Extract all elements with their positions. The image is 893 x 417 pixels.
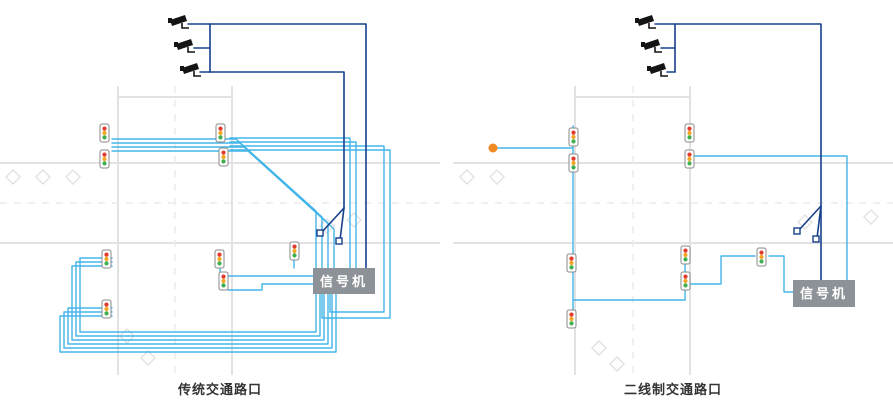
traffic-light-icon	[568, 153, 579, 173]
traffic-light-icon	[684, 149, 695, 169]
traffic-light-icon	[566, 253, 577, 273]
diamond-road-marking	[5, 169, 21, 185]
diamond-road-marking	[609, 356, 625, 372]
traffic-light-icon	[680, 271, 691, 291]
diamond-road-marking	[489, 169, 505, 185]
traffic-light-icon	[566, 309, 577, 329]
traffic-light-icon	[218, 147, 229, 167]
traditional-intersection-diagram: 信号机	[0, 14, 440, 375]
traffic-light-icon	[684, 123, 695, 143]
traffic-light-icon	[215, 123, 226, 143]
caption-traditional: 传统交通路口	[177, 382, 262, 397]
two-wire-intersection-diagram: 信号机	[453, 14, 893, 375]
traffic-light-icon	[218, 271, 229, 291]
diamond-road-marking	[863, 209, 879, 225]
traffic-light-icon	[756, 247, 767, 267]
traffic-lights	[566, 123, 767, 329]
cable-branch	[793, 205, 822, 243]
diamond-road-marking	[140, 350, 156, 366]
terminator-dot-icon	[488, 143, 498, 153]
camera-icon	[634, 14, 657, 29]
camera-icon	[646, 62, 669, 77]
signal-controller-box: 信号机	[793, 280, 855, 307]
diamond-road-marking	[591, 340, 607, 356]
panel-two-wire: 信号机 二线制交通路口	[453, 0, 893, 417]
traffic-light-icon	[101, 299, 112, 319]
roads	[453, 86, 893, 375]
controller-label: 信号机	[800, 286, 848, 301]
road-markings	[459, 169, 879, 372]
diamond-road-marking	[459, 169, 475, 185]
camera-cables	[187, 23, 367, 269]
cable-branch	[316, 207, 345, 245]
signal-controller-box: 信号机	[313, 268, 375, 294]
traffic-light-icon	[214, 249, 225, 269]
controller-label: 信号机	[320, 274, 368, 289]
diamond-road-marking	[35, 169, 51, 185]
traffic-light-icon	[568, 127, 579, 147]
camera-icon	[640, 38, 663, 53]
traffic-lights	[99, 123, 300, 319]
traffic-light-icon	[99, 149, 110, 169]
camera-cables	[654, 23, 822, 281]
diamond-road-marking	[346, 212, 362, 228]
traffic-light-icon	[289, 241, 300, 261]
diamond-road-marking	[65, 169, 81, 185]
camera-icon	[173, 38, 196, 53]
camera-icon	[167, 14, 190, 29]
panel-traditional: 信号机 传统交通路口	[0, 0, 440, 417]
caption-two-wire: 二线制交通路口	[623, 382, 722, 397]
traffic-light-icon	[680, 245, 691, 265]
signal-cable-bundles	[59, 137, 391, 353]
traffic-light-icon	[101, 249, 112, 269]
traffic-light-icon	[99, 123, 110, 143]
camera-icon	[179, 62, 202, 77]
